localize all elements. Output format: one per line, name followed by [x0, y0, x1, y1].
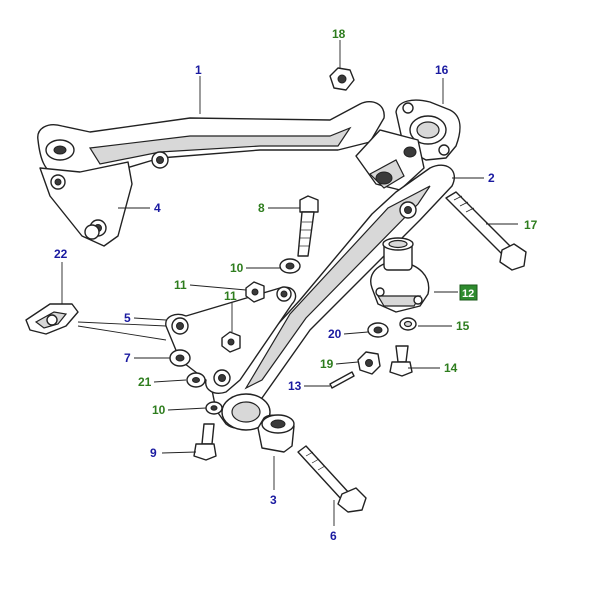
callout-6: 6 [330, 529, 337, 543]
callout-22: 22 [54, 247, 68, 261]
callout-2: 2 [488, 171, 495, 185]
callout-20: 20 [328, 327, 342, 341]
callout-11-upper: 11 [174, 278, 187, 292]
callout-12: 12 [462, 288, 474, 300]
part-13-pin [329, 371, 355, 389]
part-20-washer [367, 322, 389, 338]
callout-8: 8 [258, 201, 265, 215]
part-15-spring-washer [399, 317, 417, 331]
callout-16: 16 [435, 63, 449, 77]
callout-19: 19 [320, 357, 334, 371]
callout-12-badge: 12 [459, 284, 478, 301]
part-6-bolt [297, 445, 367, 513]
part-19-nut [357, 351, 381, 375]
callout-5: 5 [124, 311, 131, 325]
part-17-long-bolt [445, 191, 527, 271]
callout-18: 18 [332, 27, 346, 41]
part-11-nut-a [245, 281, 265, 303]
part-21-bush [186, 372, 206, 388]
part-9-bolt [193, 423, 217, 461]
callout-10-lower: 10 [152, 403, 166, 417]
callout-15: 15 [456, 319, 470, 333]
part-22-clip [25, 303, 79, 335]
part-7-bush [169, 349, 191, 367]
part-18-nut [329, 67, 355, 91]
callout-21: 21 [138, 375, 152, 389]
callout-13: 13 [288, 379, 302, 393]
part-1-upper-bracket [37, 100, 385, 247]
part-3-bush [257, 414, 295, 453]
callout-7: 7 [124, 351, 131, 365]
part-14-bolt [389, 345, 413, 377]
part-16-housing [355, 99, 461, 191]
callout-3: 3 [270, 493, 277, 507]
part-12-ball-joint [370, 237, 430, 313]
part-11-nut-b [221, 331, 241, 353]
callout-1: 1 [195, 63, 202, 77]
part-8-bolt [297, 195, 319, 257]
callout-9: 9 [150, 446, 157, 460]
part-10-washer-upper [279, 258, 301, 274]
callout-4: 4 [154, 201, 161, 215]
callout-10-upper: 10 [230, 261, 244, 275]
callout-labels: 1 18 16 2 4 8 10 11 11 22 5 7 21 10 9 3 … [54, 27, 538, 543]
callout-11-lower: 11 [224, 289, 237, 303]
leader-lines [61, 40, 518, 526]
callout-14: 14 [444, 361, 458, 375]
part-10-washer-lower [205, 401, 223, 415]
callout-17: 17 [524, 218, 538, 232]
